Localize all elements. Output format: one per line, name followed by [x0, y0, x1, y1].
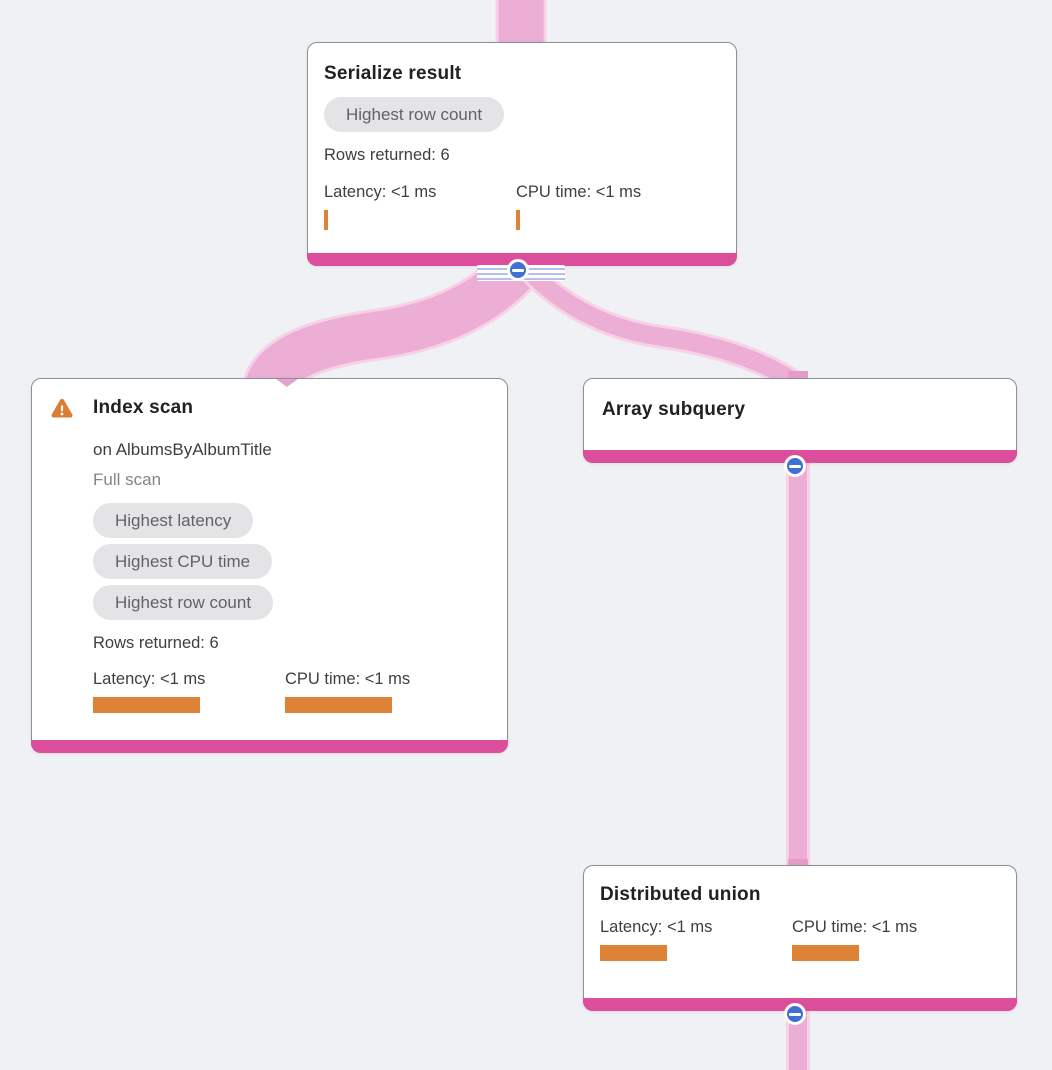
latency-bar [324, 210, 328, 230]
metrics-row: Latency: <1 ms CPU time: <1 ms [600, 916, 1000, 961]
node-accent-bar [31, 740, 508, 753]
node-title: Serialize result [324, 63, 462, 84]
latency-metric: Latency: <1 ms [324, 181, 516, 230]
edge-serialize-to-arraysubquery [518, 259, 804, 392]
latency-bar [93, 697, 200, 713]
badge-highest-cpu-time: Highest CPU time [93, 544, 273, 579]
edge-arrival-nub [788, 859, 808, 866]
collapse-button-distributed-union[interactable] [784, 1003, 806, 1025]
warning-icon [49, 396, 75, 427]
latency-label: Latency: <1 ms [324, 183, 437, 201]
collapse-button-serialize-result[interactable] [507, 259, 529, 281]
node-subtitle: on AlbumsByAlbumTitle [93, 440, 272, 459]
full-scan-note: Full scan [93, 470, 162, 489]
latency-metric: Latency: <1 ms [93, 668, 285, 713]
rows-returned-text: Rows returned: 6 [93, 634, 219, 652]
metrics-row: Latency: <1 ms CPU time: <1 ms [324, 181, 720, 230]
cpu-time-label: CPU time: <1 ms [285, 670, 411, 688]
edge-arraysubquery-to-union [786, 453, 810, 872]
edge-serialize-to-indexscan [246, 250, 537, 395]
latency-label: Latency: <1 ms [93, 670, 206, 688]
cpu-time-bar [285, 697, 392, 713]
badge-highest-row-count: Highest row count [324, 97, 505, 132]
minus-icon [789, 464, 801, 468]
badge-highest-row-count: Highest row count [93, 585, 274, 620]
metrics-row: Latency: <1 ms CPU time: <1 ms [93, 668, 491, 713]
collapse-button-array-subquery[interactable] [784, 455, 806, 477]
node-title: Distributed union [600, 884, 761, 905]
cpu-time-metric: CPU time: <1 ms [285, 668, 477, 713]
badge-list: Highest latency Highest CPU time Highest… [93, 503, 491, 620]
edge-arrowhead [276, 379, 298, 387]
node-title: Index scan [93, 397, 194, 418]
cpu-time-metric: CPU time: <1 ms [516, 181, 708, 230]
latency-metric: Latency: <1 ms [600, 916, 792, 961]
badge-highest-latency: Highest latency [93, 503, 254, 538]
cpu-time-label: CPU time: <1 ms [792, 918, 918, 936]
node-array-subquery[interactable]: Array subquery [583, 378, 1017, 463]
latency-bar [600, 945, 667, 961]
edge-arrival-nub [788, 371, 808, 378]
minus-icon [789, 1012, 801, 1016]
node-index-scan[interactable]: Index scan on AlbumsByAlbumTitle Full sc… [31, 378, 508, 753]
node-serialize-result[interactable]: Serialize result Highest row count Rows … [307, 42, 737, 266]
cpu-time-metric: CPU time: <1 ms [792, 916, 984, 961]
cpu-time-label: CPU time: <1 ms [516, 183, 642, 201]
cpu-time-bar [792, 945, 859, 961]
cpu-time-bar [516, 210, 520, 230]
latency-label: Latency: <1 ms [600, 918, 713, 936]
minus-icon [512, 268, 524, 272]
node-title: Array subquery [602, 399, 746, 420]
node-distributed-union[interactable]: Distributed union Latency: <1 ms CPU tim… [583, 865, 1017, 1011]
rows-returned-text: Rows returned: 6 [324, 146, 450, 164]
edge-parent-to-serialize [495, 0, 547, 48]
